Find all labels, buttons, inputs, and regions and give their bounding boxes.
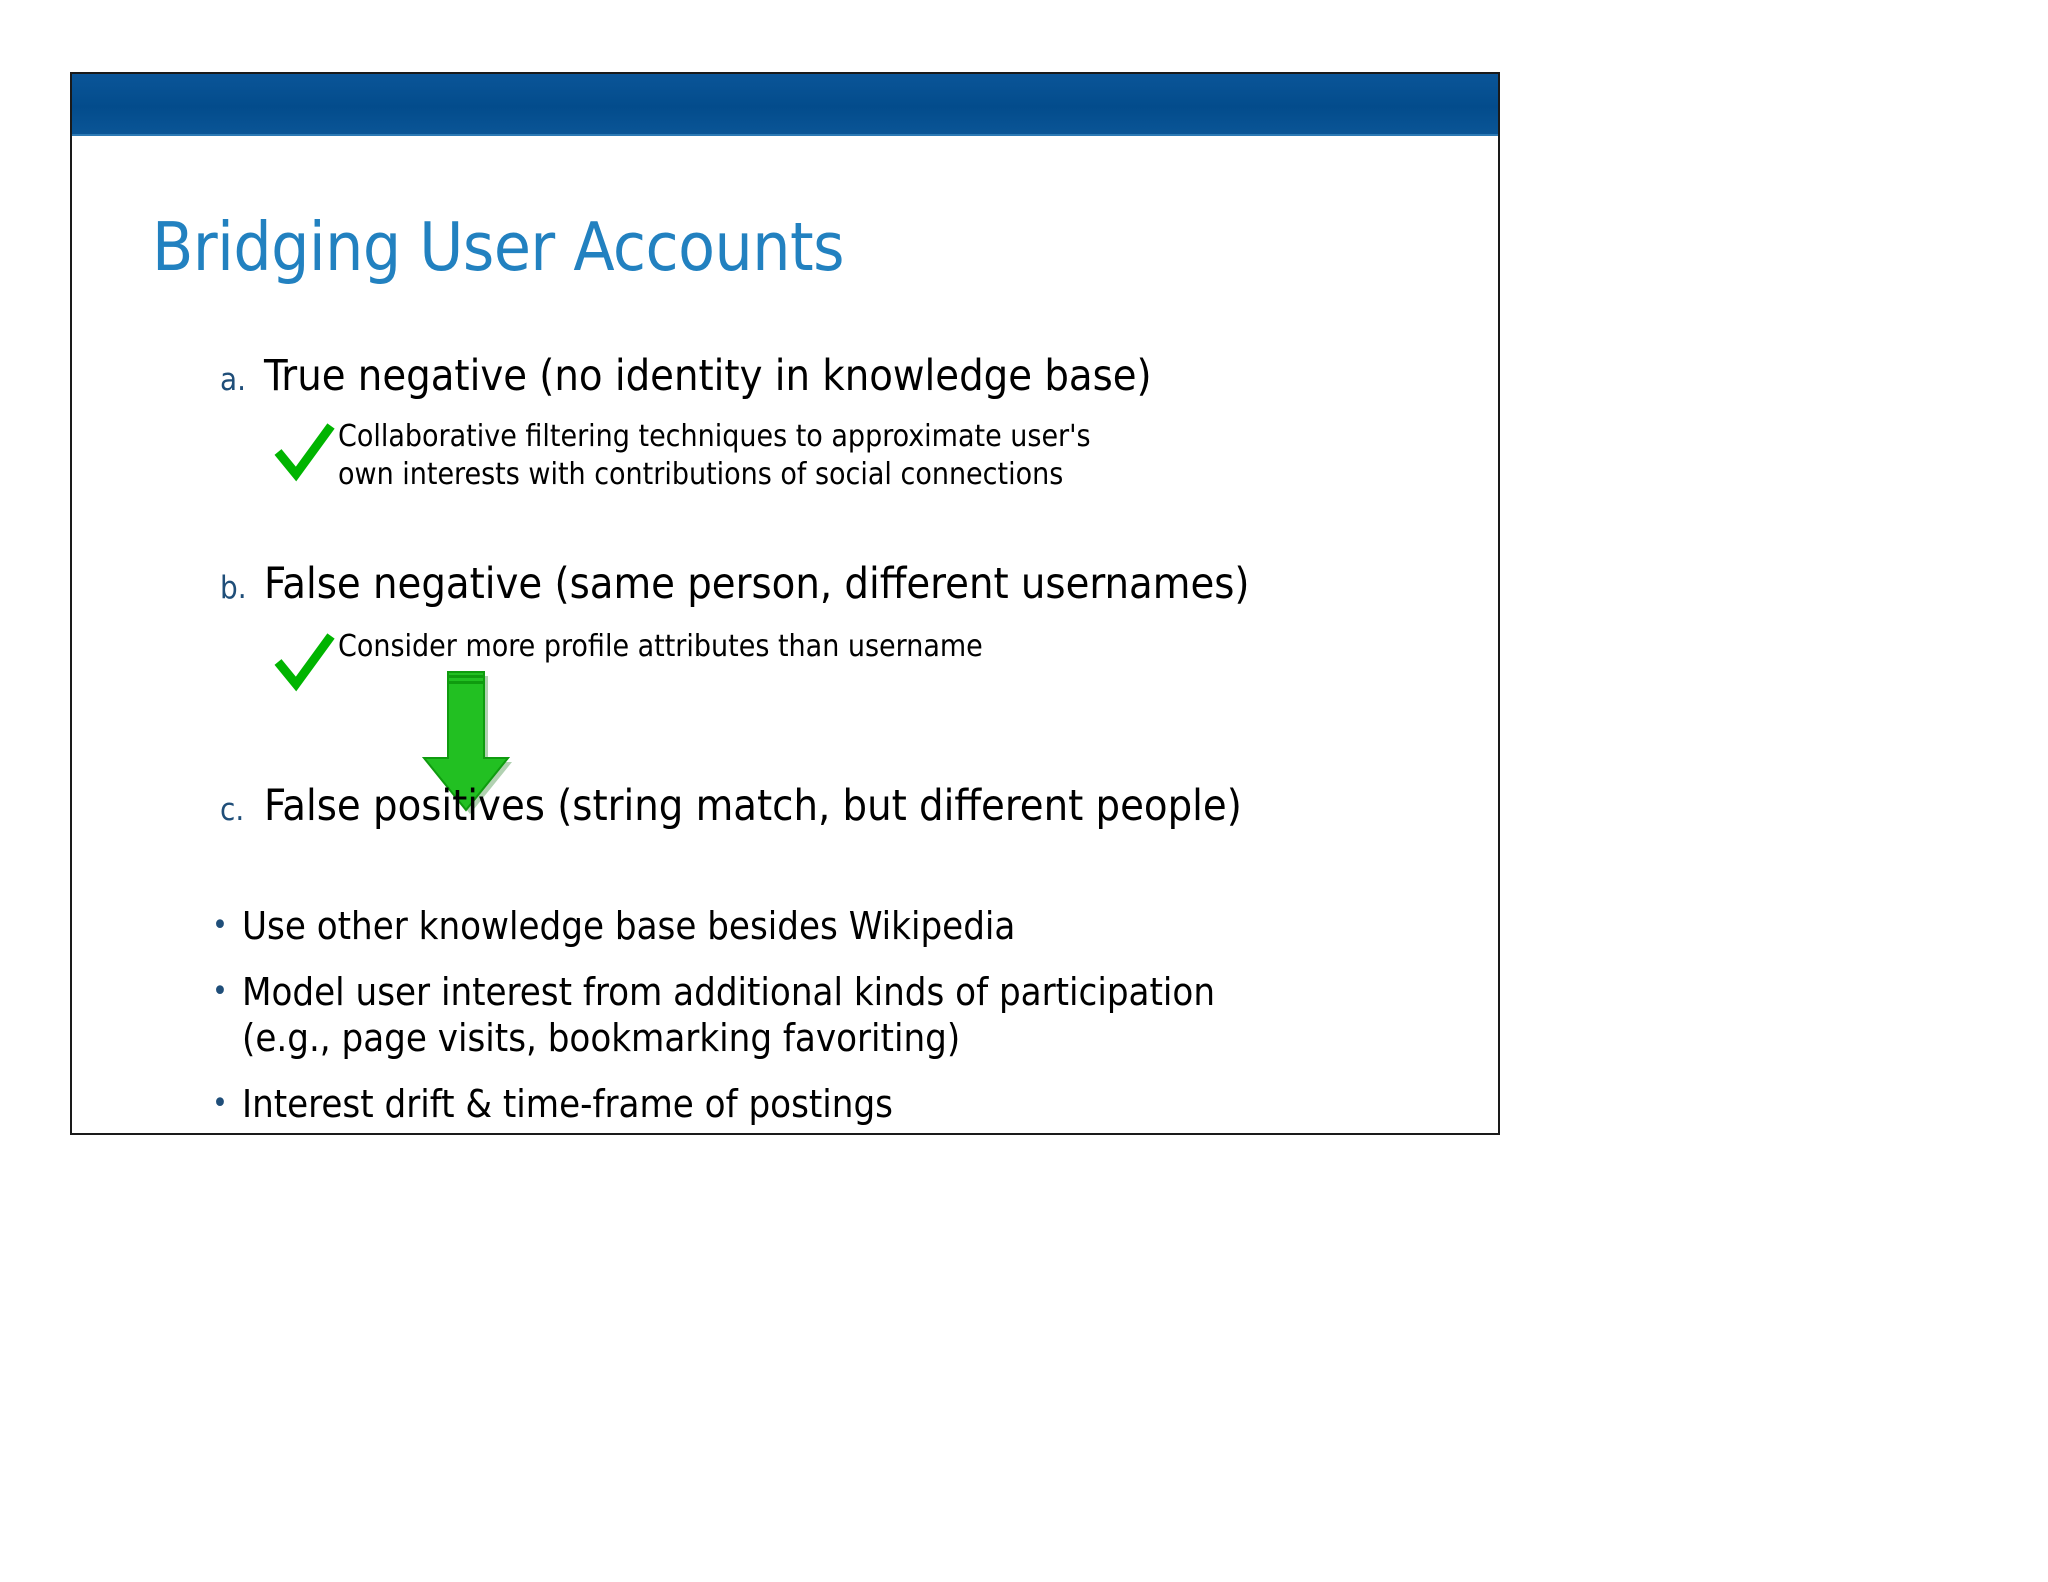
list-text-a: True negative (no identity in knowledge … — [264, 351, 1152, 401]
list-text-b: False negative (same person, different u… — [264, 559, 1250, 609]
sub-item-a: Collaborative filtering techniques to ap… — [272, 418, 1272, 495]
list-item-c: c. False positives (string match, but di… — [220, 781, 1242, 831]
list-item-b: b. False negative (same person, differen… — [220, 559, 1250, 609]
bullet-dot-icon: • — [212, 908, 228, 943]
sub-item-b: Consider more profile attributes than us… — [272, 628, 1272, 692]
list-text-c: False positives (string match, but diffe… — [264, 781, 1242, 831]
page-title: Bridging User Accounts — [152, 208, 844, 286]
check-icon — [272, 632, 338, 692]
list-item-a: a. True negative (no identity in knowled… — [220, 351, 1152, 401]
bullet-dot-icon: • — [212, 974, 228, 1009]
bullet-item-1-text: Use other knowledge base besides Wikiped… — [242, 904, 1016, 948]
bullet-item-3: • Interest drift & time-frame of posting… — [212, 1082, 1452, 1128]
arrow-down-icon — [420, 668, 512, 818]
bullet-item-1: • Use other knowledge base besides Wikip… — [212, 904, 1452, 950]
bullet-item-2-text: Model user interest from additional kind… — [242, 970, 1215, 1060]
list-marker-c: c. — [220, 792, 245, 828]
bullet-item-3-text: Interest drift & time-frame of postings — [242, 1082, 893, 1126]
slide-body: Bridging User Accounts a. True negative … — [72, 136, 1498, 1133]
slide-header-bar — [72, 74, 1498, 136]
list-marker-b: b. — [220, 570, 247, 606]
slide: Bridging User Accounts a. True negative … — [70, 72, 1500, 1135]
check-icon — [272, 422, 338, 482]
bullet-dot-icon: • — [212, 1086, 228, 1121]
sub-item-a-text: Collaborative filtering techniques to ap… — [338, 419, 1091, 493]
list-marker-a: a. — [220, 362, 246, 398]
bullet-item-2: • Model user interest from additional ki… — [212, 970, 1472, 1061]
sub-item-b-text: Consider more profile attributes than us… — [338, 629, 983, 664]
